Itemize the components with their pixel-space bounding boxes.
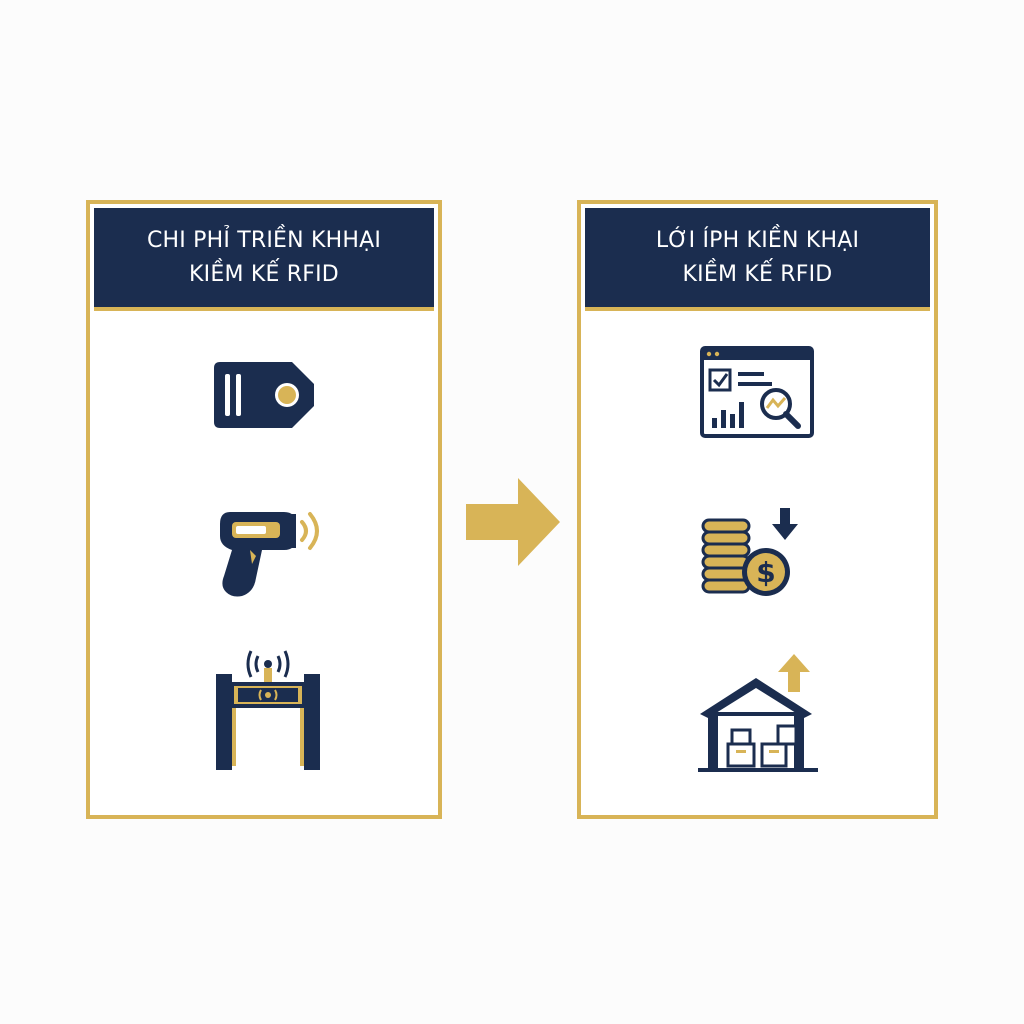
benefit-panel-title-line1: LỚI ÍPH KIỀN KHẠI xyxy=(655,227,860,253)
cost-panel: CHI PHỈ TRIỀN KHHẠI KIỀM KẾ RFID xyxy=(86,200,442,819)
cost-panel-header: CHI PHỈ TRIỀN KHHẠI KIỀM KẾ RFID xyxy=(94,208,434,311)
cost-panel-title-line1: CHI PHỈ TRIỀN KHHẠI xyxy=(146,227,382,253)
cost-reduction-icon: $ xyxy=(701,508,798,596)
warehouse-growth-icon xyxy=(698,654,818,772)
cost-panel-title-line2: KIỀM KẾ RFID xyxy=(189,261,339,287)
benefit-panel-header: LỚI ÍPH KIỀN KHẠI KIỀM KẾ RFID xyxy=(585,208,930,311)
rfid-tag-icon xyxy=(214,362,314,428)
benefit-panel-title-line2: KIỀM KẾ RFID xyxy=(682,261,833,287)
svg-text:$: $ xyxy=(756,556,775,589)
analytics-dashboard-icon xyxy=(700,346,814,438)
rfid-gate-icon xyxy=(216,650,320,770)
rfid-scanner-icon xyxy=(220,512,319,597)
arrow-right-icon xyxy=(466,478,560,566)
